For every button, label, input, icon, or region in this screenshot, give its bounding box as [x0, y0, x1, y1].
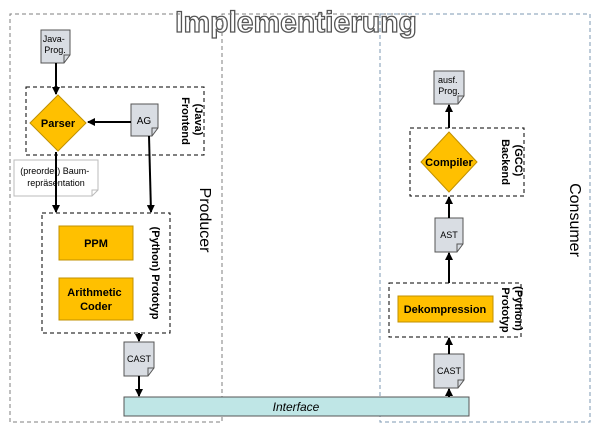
- cast-producer-label: CAST: [127, 354, 152, 364]
- frontend-group-box: [25, 86, 205, 156]
- ausf-prog-document: ausf. Prog.: [433, 70, 465, 105]
- consumer-prototype-group-box: [388, 282, 522, 338]
- ppm-node: PPM: [58, 225, 134, 261]
- producer-label: Producer: [196, 188, 213, 254]
- producer-prototype-group-box: [41, 212, 171, 334]
- ausf-prog-label: ausf. Prog.: [438, 75, 460, 96]
- backend-label: (GCC) Backend: [499, 139, 524, 185]
- dekompression-node: Dekompression: [397, 295, 494, 323]
- producer-region-border: [9, 13, 410, 423]
- ppm-label: PPM: [84, 238, 108, 250]
- compiler-label: Compiler: [425, 157, 473, 169]
- ag-label: AG: [137, 116, 152, 127]
- consumer-prototype-label: (Python) Prototyp: [499, 286, 524, 334]
- ast-label: AST: [440, 230, 458, 240]
- consumer-region-border: [379, 13, 591, 423]
- arithmetic-coder-label: Arithmetic Coder: [67, 287, 124, 313]
- arrow-ag-to-prototype: [146, 135, 155, 213]
- parser-label: Parser: [41, 118, 76, 130]
- interface-label: Interface: [273, 400, 320, 414]
- consumer-label: Consumer: [566, 183, 583, 257]
- backend-group-box: [409, 127, 525, 197]
- java-prog-label: Java- Prog.: [43, 34, 68, 55]
- dekompression-label: Dekompression: [404, 304, 487, 316]
- compiler-node: Compiler: [420, 131, 478, 193]
- interface-bar: Interface: [123, 396, 470, 417]
- ag-document: AG: [130, 103, 159, 137]
- frontend-label: (Java) Frontend: [179, 97, 204, 145]
- diagram-title: Implementierung: [175, 6, 417, 39]
- cast-producer-document: CAST: [123, 341, 155, 377]
- cast-consumer-document: CAST: [433, 353, 465, 389]
- cast-consumer-label: CAST: [437, 366, 462, 376]
- arithmetic-coder-node: Arithmetic Coder: [58, 277, 134, 321]
- parser-node: Parser: [29, 94, 87, 152]
- java-prog-document: Java- Prog.: [40, 29, 71, 64]
- producer-prototype-label: (Python) Prototyp: [149, 227, 161, 320]
- ast-document: AST: [434, 217, 464, 253]
